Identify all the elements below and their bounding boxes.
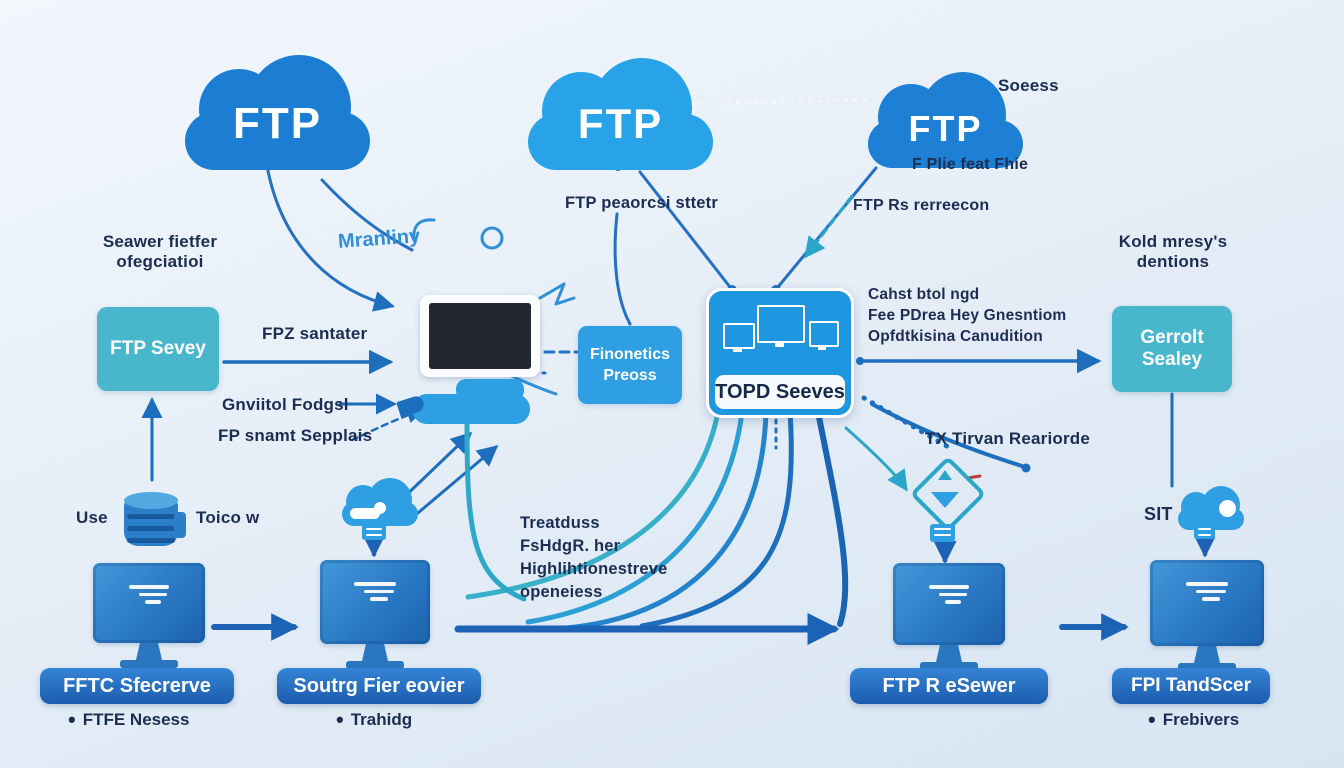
cloud-cutout	[1219, 500, 1236, 517]
monitor-1	[93, 563, 205, 668]
monitor-1-bullet: • FTFE Nesess	[68, 707, 190, 732]
monitor-base	[1178, 663, 1236, 671]
toico-label: Toico w	[196, 508, 260, 527]
monitor-screen	[1150, 560, 1264, 646]
bullet-icon: •	[68, 707, 76, 732]
monitor-neck	[936, 645, 962, 662]
monitor-screen	[893, 563, 1005, 645]
cloud-label: FTP	[232, 99, 323, 148]
kold-label: Kold mresy's dentions	[1118, 232, 1228, 271]
seawer-label: Seawer fietfer ofegciatioi	[102, 232, 218, 271]
topd-server-node: TOPD Seeves	[706, 288, 854, 418]
fp-snamt-label: FP snamt Sepplais	[218, 426, 373, 445]
cloud-base	[868, 120, 1023, 168]
screen-lines-icon	[129, 581, 169, 608]
monitor-1-label: FFTC Sfecrerve	[40, 668, 234, 704]
monitor-2-label: Soutrg Fier eovier	[277, 668, 481, 704]
download-cloud-icon	[342, 478, 418, 526]
sit-label: SIT	[1144, 504, 1173, 524]
topd-label: TOPD Seeves	[715, 375, 845, 409]
monitor-3-label: FTP R eSewer	[850, 668, 1048, 704]
monitor-2-bullet: • Trahidg	[336, 707, 413, 732]
monitor-icon	[757, 305, 805, 343]
monitor-icon	[723, 323, 755, 349]
use-label: Use	[76, 508, 108, 527]
monitor-icon	[809, 321, 839, 347]
screen-lines-icon	[929, 581, 969, 608]
ftp-cloud-right: FTP	[868, 72, 1023, 168]
monitor-base	[120, 660, 178, 668]
database-stripe	[127, 526, 175, 531]
cloud-base	[185, 112, 370, 170]
monitor-stand-icon	[775, 341, 784, 347]
database-stripe	[127, 514, 175, 519]
monitor-4-bullet: • Frebivers	[1148, 707, 1240, 732]
monitor-3	[893, 563, 1005, 670]
download-icon	[362, 524, 386, 540]
monitor-neck	[1194, 646, 1220, 663]
up-arrow-icon	[938, 470, 952, 480]
monitor-base	[920, 662, 978, 670]
ftp-sevey-box: FTP Sevey	[97, 307, 219, 391]
download-icon	[930, 524, 955, 542]
screen-lines-icon	[1186, 578, 1228, 605]
monitor-2	[320, 560, 430, 669]
gnviitol-label: Gnviitol Fodgsl	[222, 395, 349, 414]
soeess-label: Soeess	[998, 76, 1059, 95]
fpz-label: FPZ santater	[262, 324, 368, 343]
cloud-cutout	[350, 508, 380, 519]
cloud-cutout	[374, 502, 386, 514]
database-top	[124, 492, 178, 509]
ftp-cloud-left: FTP	[185, 55, 370, 170]
bullet-icon: •	[336, 707, 344, 732]
desk-blob-icon	[412, 394, 530, 424]
bullet-icon: •	[1148, 707, 1156, 732]
cloud-label: FTP	[577, 100, 664, 147]
monitor-stand-icon	[733, 347, 742, 352]
tx-tirvan-label: TX Tirvan Reariorde	[925, 429, 1091, 448]
ftp-peaorcsi-label: FTP peaorcsi sttetr	[565, 194, 718, 212]
monitor-4	[1150, 560, 1264, 671]
down-arrow-icon	[931, 492, 959, 508]
database-icon	[124, 492, 186, 556]
monitor-screen	[93, 563, 205, 643]
download-icon	[1194, 524, 1215, 539]
monitor-stand-icon	[818, 345, 826, 350]
database-notch	[174, 512, 186, 538]
transfer-diamond-icon	[909, 455, 987, 533]
cloud-base	[528, 114, 713, 170]
database-stripe	[127, 538, 175, 543]
monitor-neck	[136, 643, 162, 660]
cloud-label: FTP	[908, 108, 983, 149]
center-monitor-screen	[429, 303, 531, 369]
ftp-rs-label: FTP Rs rerreecon	[853, 197, 990, 214]
screen-lines-icon	[354, 578, 396, 605]
center-monitor-icon	[420, 295, 540, 377]
ftp-cloud-middle: FTP	[528, 58, 713, 170]
monitor-base	[346, 661, 404, 669]
cahst-label: Cahst btol ngd Fee PDrea Hey Gnesntiom O…	[868, 286, 1067, 345]
gerrol-box: Gerrolt Sealey	[1112, 306, 1232, 392]
f-plie-label: F Plie feat Fhie	[912, 156, 1029, 173]
monitor-screen	[320, 560, 430, 644]
finonetics-box: Finonetics Preoss	[578, 326, 682, 404]
treatduss-label: Treatduss FsHdgR. her Highlihtionestreve…	[520, 514, 668, 601]
monitor-4-label: FPI TandScer	[1112, 668, 1270, 704]
monitor-neck	[362, 644, 388, 661]
